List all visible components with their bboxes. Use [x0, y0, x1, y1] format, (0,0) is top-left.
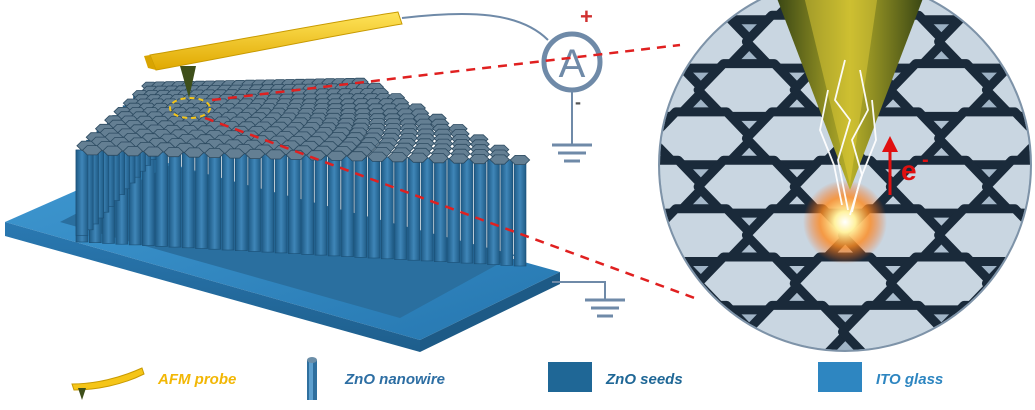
- nanowire-top: [489, 154, 510, 165]
- nanowire-pillar: [181, 152, 195, 249]
- nanowire-pillar: [500, 159, 514, 266]
- nanowire-top: [346, 151, 368, 162]
- afm-probe: [144, 11, 403, 98]
- zoomed-hexagon-top: [981, 155, 1030, 218]
- nanowire-pillar: [473, 158, 487, 265]
- ground-symbol-bottom: [585, 298, 625, 318]
- nanowire-top: [265, 149, 286, 160]
- circuit-wire: [401, 12, 549, 41]
- nanowire-pillar: [235, 153, 248, 252]
- nanowire-top: [102, 145, 123, 156]
- nanowire-pillar: [367, 156, 381, 259]
- ito-glass-swatch: [818, 362, 862, 392]
- nanowire-pillar: [288, 154, 301, 254]
- nanowire-pillar: [261, 153, 275, 253]
- legend-item-zno-nanowire: ZnO nanowire: [305, 348, 505, 408]
- ammeter-symbol: A: [559, 42, 586, 86]
- nanowire-pillar: [274, 154, 288, 254]
- zno-nanowire-array: [75, 77, 531, 267]
- nanowire-top: [204, 147, 225, 159]
- nanowire-pillar: [208, 152, 221, 250]
- nanowire-top: [387, 152, 409, 163]
- nanowire-pillar: [75, 149, 89, 236]
- ammeter: A + -: [541, 4, 603, 112]
- nanowire-pillar: [168, 151, 182, 248]
- zoomed-afm-tip: [770, 0, 930, 190]
- legend: AFM probe ZnO nanowire ZnO seeds ITO gla…: [0, 348, 1035, 408]
- nanowire-pillar: [221, 153, 235, 251]
- zoomed-hexagon-top: [660, 0, 709, 25]
- nanowire-pillar: [354, 156, 368, 258]
- positive-terminal-label: +: [580, 4, 593, 29]
- legend-item-afm-probe: AFM probe: [70, 348, 270, 408]
- zoom-line-bottom: [204, 116, 701, 302]
- nanowire-pillar: [513, 159, 527, 267]
- nanowire-pillar: [380, 156, 394, 260]
- nanowire-pillar: [447, 158, 460, 263]
- afm-probe-icon: [71, 367, 145, 400]
- legend-label: AFM probe: [158, 371, 237, 388]
- nanowire-top: [163, 147, 184, 158]
- nanowire-pillar: [420, 157, 434, 262]
- nanowire-pillar: [460, 158, 474, 264]
- nanowire-pillar: [248, 153, 261, 252]
- nanowire-top: [428, 153, 449, 164]
- tip-contact-highlight: [169, 97, 211, 119]
- nanowire-pillar: [314, 155, 328, 256]
- legend-label: ITO glass: [876, 371, 944, 388]
- legend-label: ZnO seeds: [606, 371, 683, 388]
- nanowire-top: [469, 153, 490, 165]
- nanowire-pillar: [407, 157, 421, 261]
- nanowire-top: [122, 146, 144, 157]
- nanowire-top: [81, 145, 103, 156]
- legend-item-ito-glass: ITO glass: [818, 348, 1018, 408]
- nanowire-top: [407, 152, 429, 163]
- electric-discharge: [819, 59, 877, 216]
- nanowire-top: [509, 154, 531, 166]
- nanowire-icon: [307, 357, 317, 400]
- nanowire-top: [224, 148, 246, 159]
- electron-label: e: [901, 155, 917, 186]
- ground-symbol-top: [552, 143, 592, 163]
- nanowire-pillar: [155, 151, 168, 247]
- zoomed-hexagon-top: [981, 0, 1030, 25]
- legend-label: ZnO nanowire: [345, 371, 446, 388]
- zoom-line-top: [211, 43, 681, 102]
- nanowire-pillar: [394, 157, 407, 260]
- zoomed-hexagon-top: [660, 204, 661, 266]
- nanowire-top: [244, 148, 266, 160]
- nanowire-pillar: [195, 152, 208, 249]
- nanowire-top: [183, 147, 205, 158]
- contact-spark: [803, 180, 887, 264]
- nanowire-pillar: [487, 159, 500, 265]
- electron-charge-label: -: [922, 149, 929, 171]
- nanowire-pillar: [301, 154, 314, 255]
- electron-flow-arrow: [882, 136, 898, 195]
- negative-terminal-label: -: [575, 92, 581, 112]
- substrate-ground-wire: [552, 281, 606, 300]
- legend-item-zno-seeds: ZnO seeds: [548, 348, 748, 408]
- nanowire-pillar: [434, 157, 447, 262]
- zno-seeds-swatch: [548, 362, 592, 392]
- nanowire-top: [143, 146, 164, 157]
- nanowire-pillar: [327, 155, 341, 257]
- nanowire-top: [367, 151, 388, 162]
- nanowire-top: [448, 153, 470, 164]
- nanowire-top: [326, 150, 347, 161]
- zoomed-hexagon-top: [660, 107, 661, 170]
